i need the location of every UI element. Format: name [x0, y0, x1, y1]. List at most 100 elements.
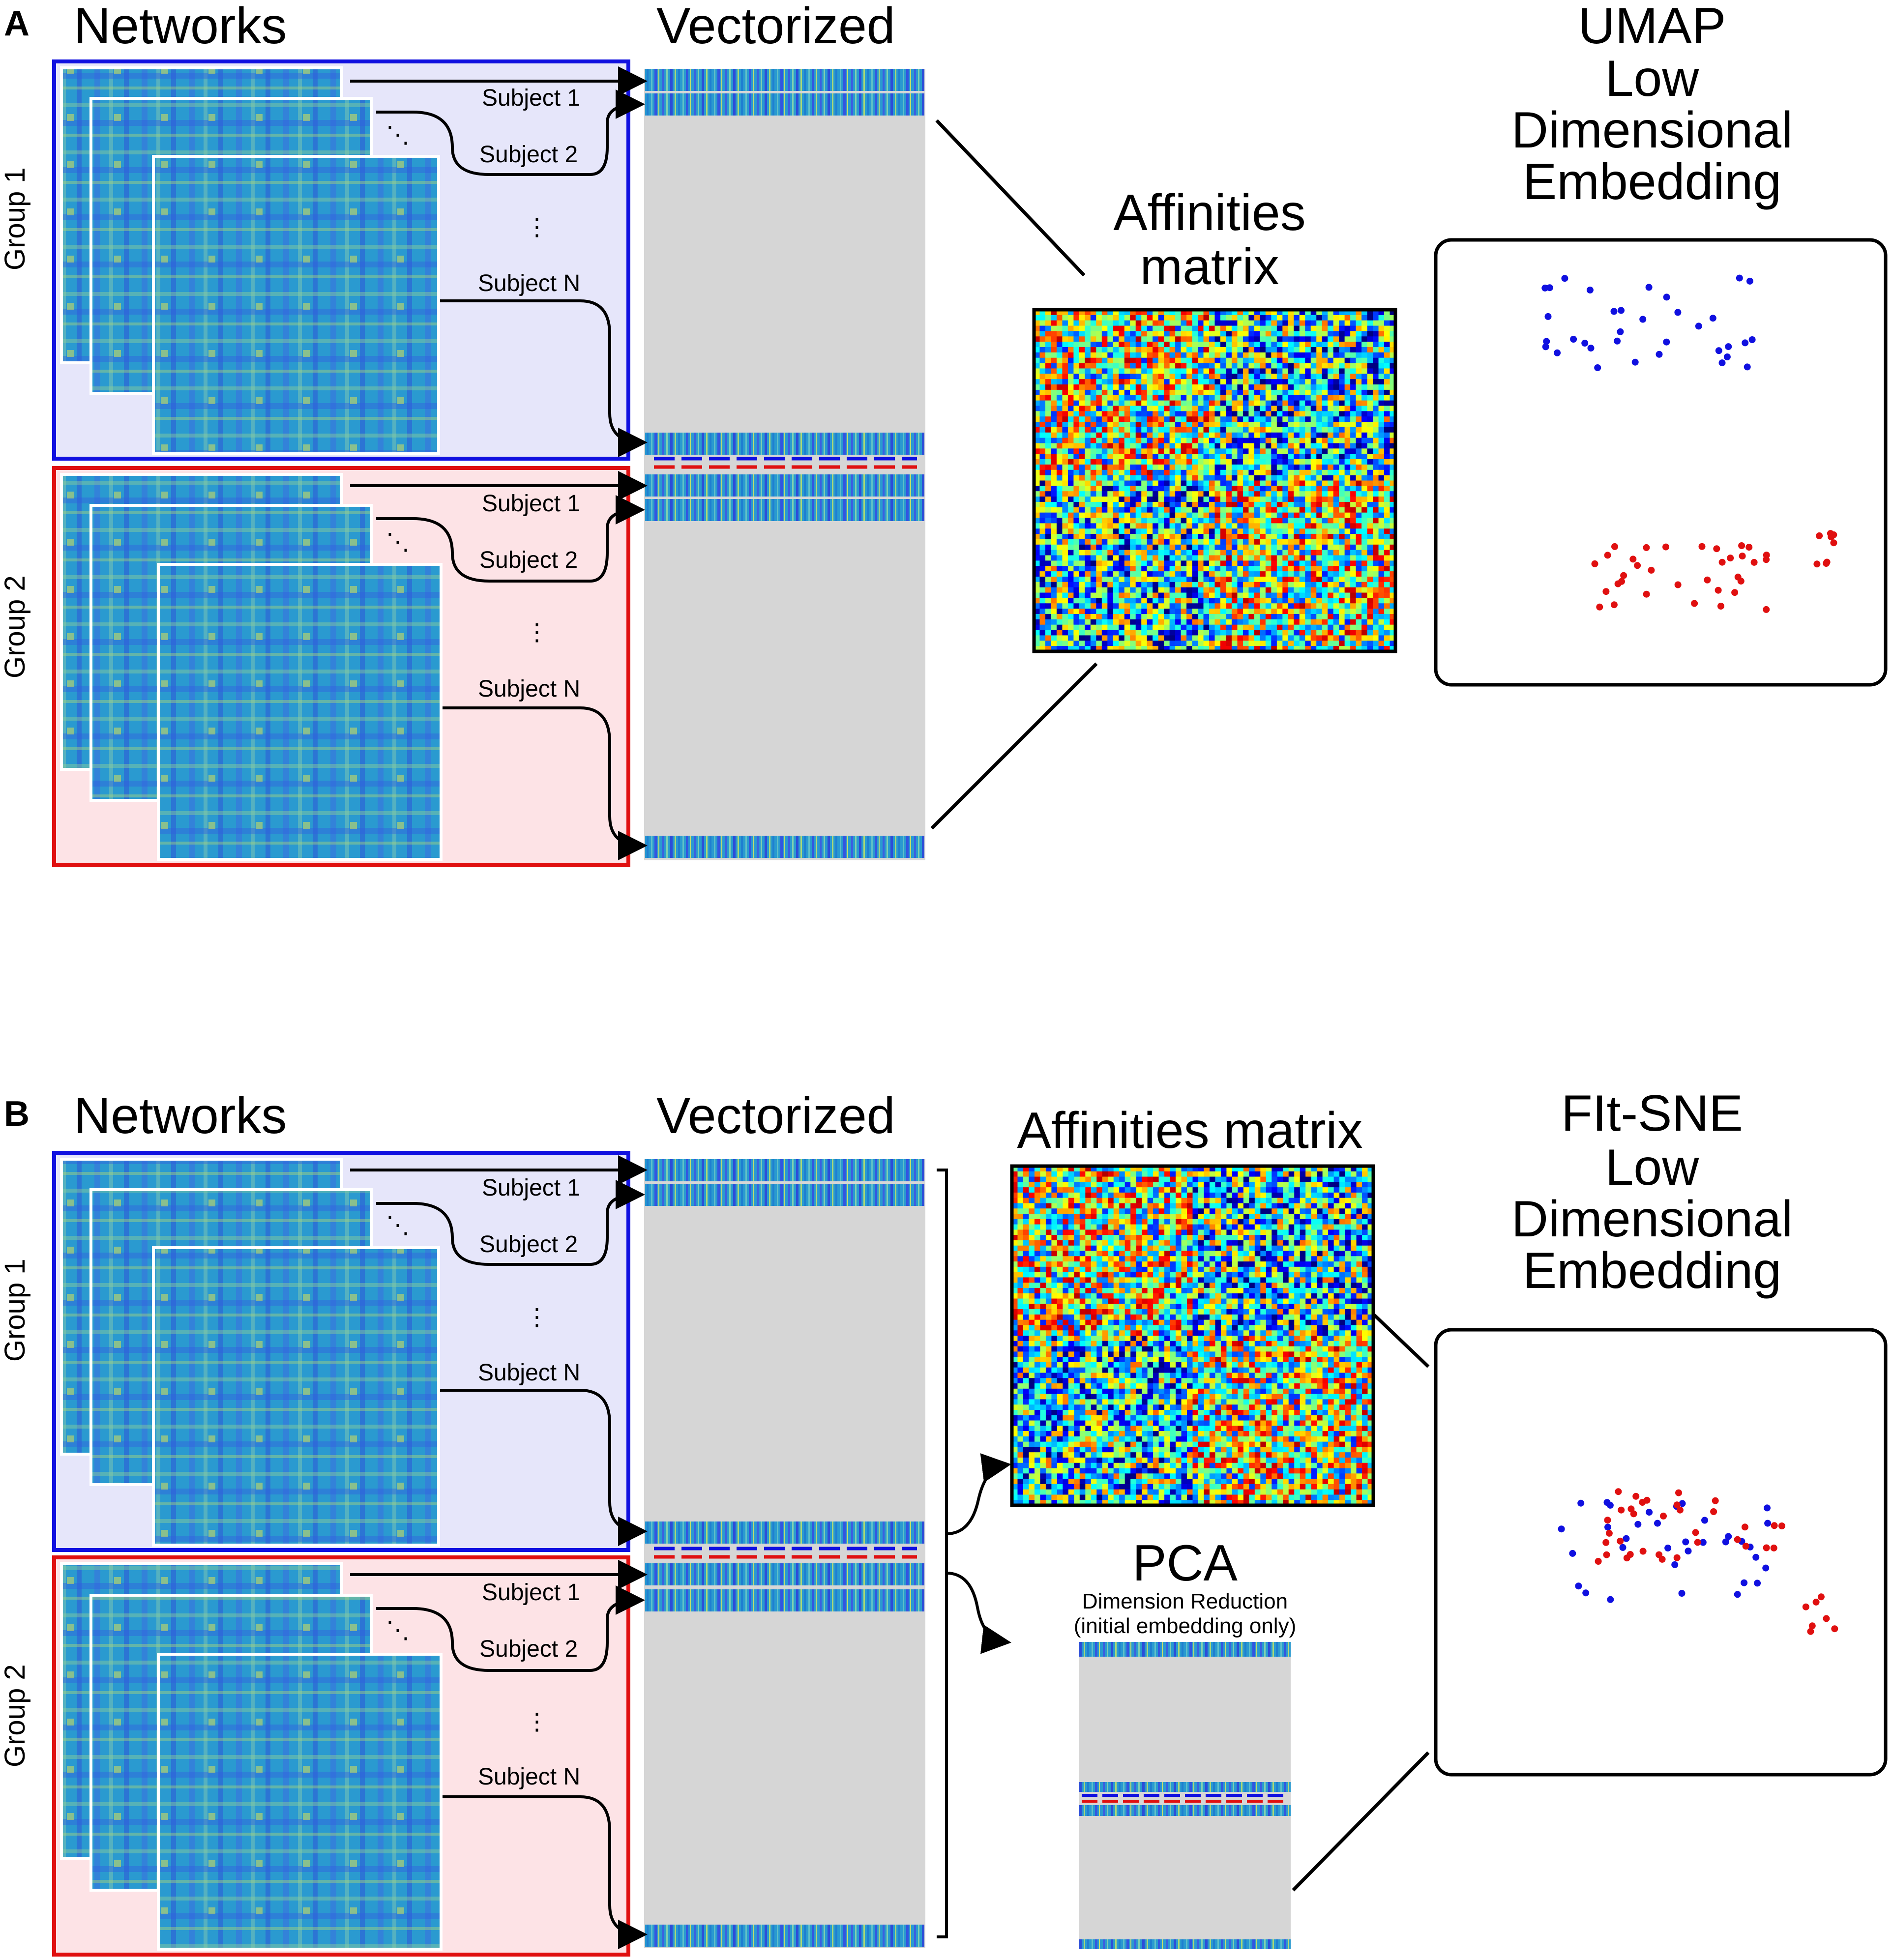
heatmap-cell [1226, 587, 1232, 593]
heatmap-cell [1107, 630, 1114, 636]
heatmap-cell [1203, 438, 1210, 444]
heatmap-cell [1119, 560, 1125, 566]
heatmap-cell [1220, 1198, 1227, 1204]
heatmap-cell [1074, 1219, 1080, 1225]
heatmap-cell [1305, 342, 1311, 348]
heatmap-cell [1299, 336, 1305, 342]
heatmap-cell [1328, 352, 1334, 358]
heatmap-cell [1062, 592, 1068, 599]
heatmap-cell [1135, 331, 1142, 337]
heatmap-cell [1130, 539, 1136, 545]
heatmap-cell [1130, 422, 1136, 428]
heatmap-cell [1170, 1198, 1176, 1204]
heatmap-cell [1254, 566, 1260, 572]
heatmap-cell [1215, 1182, 1221, 1188]
heatmap-cell [1164, 635, 1170, 641]
heatmap-cell [1282, 507, 1289, 513]
heatmap-cell [1356, 523, 1362, 529]
heatmap-cell [1192, 411, 1198, 417]
heatmap-cell [1220, 438, 1227, 444]
heatmap-cell [1339, 534, 1345, 540]
heatmap-cell [1265, 357, 1272, 364]
heatmap-cell [1350, 576, 1357, 583]
heatmap-cell [1333, 1166, 1340, 1172]
heatmap-cell [1034, 454, 1040, 460]
heatmap-cell [1040, 1214, 1046, 1220]
heatmap-cell [1288, 1166, 1295, 1172]
heatmap-cell [1356, 539, 1362, 545]
heatmap-cell [1130, 501, 1136, 508]
heatmap-cell [1254, 406, 1260, 411]
embedding-title: Embedding [1523, 153, 1781, 210]
group-1-point [1594, 364, 1601, 371]
heatmap-cell [1254, 534, 1260, 540]
heatmap-cell [1096, 592, 1102, 599]
heatmap-cell [1260, 459, 1266, 465]
heatmap-cell [1181, 592, 1187, 599]
heatmap-cell [1141, 609, 1148, 614]
heatmap-cell [1220, 448, 1227, 454]
heatmap-cell [1242, 336, 1249, 342]
heatmap-cell [1237, 454, 1243, 460]
heatmap-cell [1107, 507, 1114, 513]
heatmap-cell [1164, 416, 1170, 422]
heatmap-cell [1339, 342, 1345, 348]
heatmap-cell [1074, 1203, 1080, 1209]
heatmap-cell [1085, 619, 1091, 625]
heatmap-cell [1153, 507, 1159, 513]
heatmap-cell [1310, 603, 1317, 609]
heatmap-cell [1237, 374, 1243, 380]
heatmap-cell [1254, 550, 1260, 556]
heatmap-cell [1288, 1198, 1295, 1204]
heatmap-cell [1209, 1208, 1216, 1214]
heatmap-cell [1040, 1166, 1046, 1172]
heatmap-cell [1079, 368, 1085, 374]
heatmap-cell [1373, 512, 1379, 519]
vectorized-bracket [937, 1169, 948, 1938]
heatmap-cell [1029, 1182, 1035, 1188]
heatmap-cell [1361, 325, 1368, 332]
heatmap-cell [1361, 438, 1368, 444]
heatmap-cell [1124, 1203, 1131, 1209]
heatmap-cell [1198, 374, 1204, 380]
heatmap-cell [1333, 422, 1339, 428]
heatmap-cell [1328, 1182, 1334, 1188]
heatmap-cell [1333, 497, 1339, 502]
heatmap-cell [1141, 497, 1148, 502]
heatmap-cell [1299, 497, 1305, 502]
heatmap-cell [1198, 459, 1204, 465]
heatmap-cell [1029, 1166, 1035, 1172]
heatmap-cell [1356, 486, 1362, 492]
heatmap-cell [1045, 320, 1052, 326]
heatmap-cell [1362, 1203, 1368, 1209]
heatmap-cell [1378, 310, 1385, 316]
heatmap-cell [1344, 497, 1351, 502]
heatmap-cell [1198, 315, 1204, 321]
heatmap-cell [1265, 497, 1272, 502]
heatmap-cell [1051, 1198, 1058, 1204]
heatmap-cell [1333, 1187, 1340, 1193]
heatmap-cell [1068, 1208, 1074, 1214]
heatmap-cell [1248, 389, 1255, 396]
heatmap-cell [1051, 603, 1057, 609]
heatmap-cell [1356, 614, 1362, 620]
heatmap-cell [1124, 534, 1130, 540]
heatmap-cell [1074, 1166, 1080, 1172]
heatmap-cell [1367, 646, 1373, 652]
heatmap-cell [1378, 598, 1385, 604]
heatmap-cell [1260, 603, 1266, 609]
heatmap-cell [1107, 587, 1114, 593]
heatmap-cell [1361, 507, 1368, 513]
heatmap-cell [1113, 320, 1119, 326]
heatmap-cell [1198, 486, 1204, 492]
heatmap-cell [1039, 315, 1046, 321]
heatmap-cell [1378, 534, 1385, 540]
heatmap-cell [1282, 336, 1289, 342]
heatmap-cell [1260, 609, 1266, 614]
heatmap-cell [1390, 325, 1396, 332]
heatmap-cell [1164, 384, 1170, 390]
heatmap-cell [1373, 363, 1379, 369]
heatmap-cell [1271, 534, 1277, 540]
heatmap-cell [1085, 624, 1091, 631]
heatmap-cell [1124, 1219, 1131, 1225]
